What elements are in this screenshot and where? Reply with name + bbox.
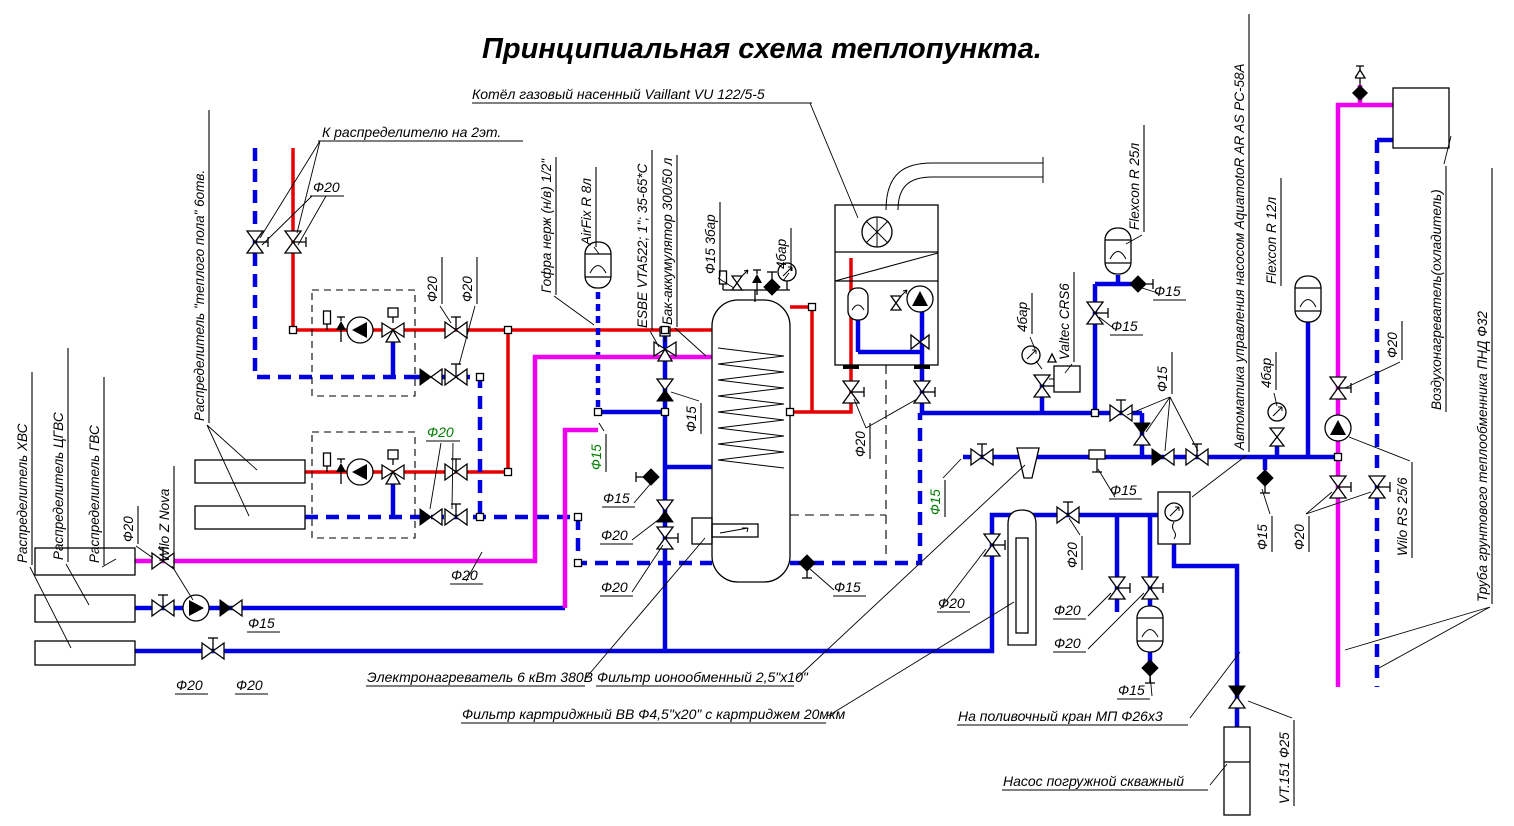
label-buffer-tank: Бак-аккумулятор 300/50 л <box>660 157 675 325</box>
label-esbe: ESBE VTA522; 1"; 35-65*C <box>635 163 650 328</box>
label-f15-green-2: Ф15 <box>928 489 943 515</box>
label-4bar-valtec: 4бар <box>1015 301 1030 332</box>
label-manifold-cgvs: Распределитель ЦГВС <box>51 412 66 560</box>
label-el-heater: Электронагреватель 6 кВт 380В <box>367 669 593 685</box>
label-f20-bl2: Ф20 <box>236 677 263 693</box>
gas-boiler <box>834 157 1044 404</box>
safety-valve-icon <box>731 269 749 291</box>
leader-lines <box>29 102 1491 786</box>
label-automation: Автоматика управления насосом AquamotoR … <box>1232 64 1247 452</box>
label-f20-green: Ф20 <box>427 424 454 440</box>
label-f15-ball: Ф15 <box>603 490 630 506</box>
label-f20-mag-top: Ф20 <box>1385 332 1400 358</box>
label-ground-pipe: Труба грунтового теплообменника ПНД Ф32 <box>1475 311 1490 602</box>
label-wilo-z-nova: Wilo Z Nova <box>157 488 172 562</box>
label-well-pump: Насос погружной скважный <box>1003 773 1184 789</box>
label-manifold-floor: Распределитель "теплого пола" 6отв. <box>192 170 207 421</box>
label-flexcon25: Flexcon R 25л <box>1127 142 1142 230</box>
pipe-heating-supply-red <box>291 148 853 474</box>
water-treatment-group <box>983 491 1251 816</box>
safety-valve-icon <box>1269 427 1285 447</box>
label-boiler: Котёл газовый насенный Vaillant VU 122/5… <box>472 86 765 102</box>
label-f15-fx25: Ф15 <box>1154 283 1181 299</box>
mixing-module-2 <box>311 431 468 539</box>
label-f20-boiler: Ф20 <box>853 431 868 457</box>
label-underlines <box>31 14 1493 806</box>
label-filter-ion: Фильтр ионообменный 2,5"x10" <box>597 669 809 685</box>
label-manifold-gvs: Распределитель ГВС <box>87 425 102 563</box>
label-4bar-tank: 4бар <box>774 238 789 269</box>
pump-icon <box>346 458 374 486</box>
label-f20-mod1r: Ф20 <box>451 567 478 583</box>
label-valtec-crs6: Valtec CRS6 <box>1057 283 1072 360</box>
label-f15-green-1: Ф15 <box>589 444 604 470</box>
label-f15-drain-main: Ф15 <box>1255 524 1270 550</box>
label-airfix: AirFix R 8л <box>579 178 594 246</box>
label-f15-3bar: Ф15 3бар <box>703 214 718 274</box>
tank-drain-valve-icon <box>798 554 816 579</box>
label-filter-cart: Фильтр картриджный ВВ Ф4,5"x20" с картри… <box>462 706 846 722</box>
mixing-module-1 <box>311 289 468 397</box>
second-floor-risers <box>246 230 307 254</box>
page-title: Принципиальная схема теплопункта. <box>482 33 1042 65</box>
airfix-vessel <box>584 241 612 289</box>
label-f15-v1095: Ф15 <box>1111 318 1138 334</box>
label-f20-low2: Ф20 <box>1054 635 1081 651</box>
labels: Принципиальная схема теплопункта. Котёл … <box>15 33 1490 804</box>
label-wilo-rs: Wilo RS 25/6 <box>1395 477 1410 556</box>
label-f20-check: Ф20 <box>601 527 628 543</box>
label-f20-mag-btm: Ф20 <box>1292 524 1307 550</box>
small-vessel-icon <box>1136 605 1164 653</box>
pump-wilo-rs-icon <box>1324 414 1352 442</box>
label-air-heater: Воздухонагреватель(охладитель) <box>1429 189 1444 410</box>
air-vent-icon <box>751 269 763 296</box>
boiler-pump-icon <box>906 285 934 313</box>
label-flexcon12: Flexcon R 12л <box>1264 196 1279 284</box>
submersible-pump-icon <box>1223 726 1251 816</box>
ground-loop-group <box>1324 65 1450 499</box>
label-f20-filter-in: Ф20 <box>938 595 965 611</box>
label-to-2nd-floor: К распределителю на 2эт. <box>322 124 501 140</box>
label-f15-vessel2: Ф15 <box>1118 682 1145 698</box>
main-return-line <box>970 275 1322 494</box>
label-vt151: VT.151 Ф25 <box>1277 732 1292 804</box>
label-f20-valve: Ф20 <box>601 579 628 595</box>
label-f20-mod1a: Ф20 <box>425 276 440 302</box>
label-f15-riser: Ф15 <box>684 406 699 432</box>
buffer-tank <box>691 262 816 583</box>
distribution-manifolds <box>34 459 306 666</box>
pump-icon <box>346 316 374 344</box>
pipe-ground-loop-magenta <box>135 85 1393 687</box>
label-f20-low1: Ф20 <box>1054 602 1081 618</box>
gvs-recirculation <box>151 547 243 660</box>
drain-ball-valve-icon <box>635 468 660 486</box>
label-f15-cluster: Ф15 <box>1155 366 1170 392</box>
riser-with-esbe <box>635 326 679 550</box>
label-f15-fitting: Ф15 <box>1110 482 1137 498</box>
electric-heater <box>691 517 713 545</box>
label-f20-top: Ф20 <box>313 179 340 195</box>
flexcon12-vessel-icon <box>1294 275 1322 323</box>
label-manifold-hvs: Распределитель ХВС <box>15 423 30 563</box>
label-gofra: Гофра нерж (н/в) 1/2" <box>539 158 554 293</box>
label-f20-mod1b: Ф20 <box>460 276 475 302</box>
label-4bar-main: 4бар <box>1259 357 1274 388</box>
flexcon25-vessel-icon <box>1104 227 1132 275</box>
label-f15-tank-drain: Ф15 <box>834 579 861 595</box>
ion-filter-icon <box>1016 447 1040 479</box>
flue-pipe <box>885 157 1044 211</box>
label-irrigation: На поливочный кран МП Ф26x3 <box>958 708 1163 724</box>
pump-wilo-z-nova-icon <box>182 594 210 622</box>
label-f15-bl: Ф15 <box>248 615 275 631</box>
label-f20-left: Ф20 <box>121 516 136 542</box>
air-heater-box <box>1392 87 1450 149</box>
sensor-dashed-line <box>790 365 887 558</box>
label-f20-bl1: Ф20 <box>176 677 203 693</box>
label-f20-filter-valve: Ф20 <box>1065 542 1080 568</box>
